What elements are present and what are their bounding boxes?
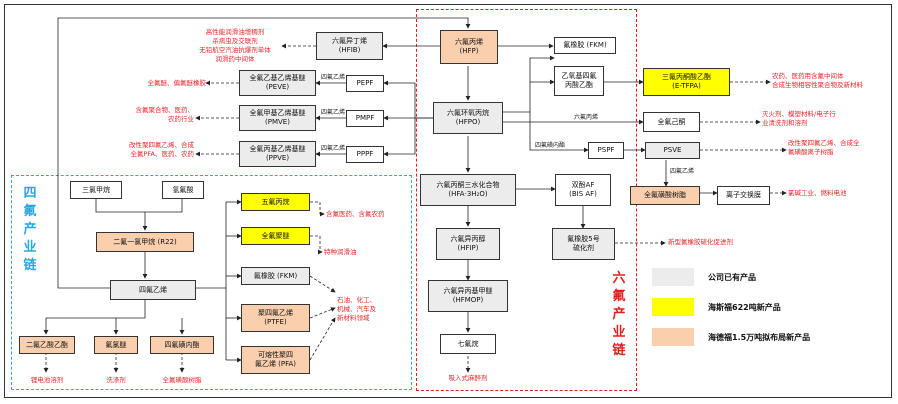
pfpe-uses-note: 特种润滑油 — [324, 248, 357, 256]
pepf-node[interactable]: PEPF — [346, 75, 384, 92]
chloroform-node[interactable]: 三氯甲烷 — [70, 181, 122, 199]
pfa-node[interactable]: 可熔性聚四 氟乙烯 (PFA) — [241, 346, 310, 374]
legend-label-haidefu: 海德福1.5万吨拟布局新产品 — [708, 333, 811, 342]
edge-label-tfe-ppve: 四氟乙烯 — [321, 145, 346, 152]
pmve-node[interactable]: 全氟甲基乙烯基醚 (PMVE) — [239, 105, 316, 131]
diagram-frame — [4, 4, 892, 398]
legend-swatch-haidefu — [652, 328, 694, 346]
hfmop-node[interactable]: 六氟异丙基甲醚 (HFMOP) — [428, 280, 508, 312]
fkm-top-node[interactable]: 氟橡胶 (FKM) — [554, 37, 616, 54]
legend-label-existing: 公司已有产品 — [708, 273, 756, 282]
peve-uses-note: 全氟醚、偏氟醚橡胶 — [147, 79, 207, 87]
ion-exchange-membrane-node[interactable]: 离子交换膜 — [717, 186, 770, 205]
pmve-uses-note: 含氟聚合物、医药、 农药行业 — [135, 106, 195, 123]
ion-uses-note: 氯碱工业、燃料电池 — [788, 189, 847, 197]
perfluoropolyether-node[interactable]: 全氟聚醚 — [241, 227, 310, 245]
industry-uses-note: 石油、化工、 机械、汽车及 新材料领域 — [337, 296, 376, 322]
pentafluoropropane-node[interactable]: 五氟丙烷 — [241, 193, 310, 211]
bis-af-node[interactable]: 双酚AF (BIS AF) — [555, 174, 611, 206]
cleaner-uses-note: 洗涤剂 — [106, 376, 126, 384]
hfib-uses-note: 高性能润滑油增稠剂 杀病虫及交联剂 无铅航空汽油抗爆剂单体 润滑药中间体 — [199, 28, 271, 63]
pppf-node[interactable]: PPPF — [346, 146, 384, 163]
psve-uses-note: 改性聚四氟乙烯、合成全 氟磺酸离子树脂 — [788, 139, 860, 156]
edge-label-hfpo-ketone: 六氟丙烯 — [574, 114, 599, 121]
fx5-uses-note: 新型氟橡胶硫化促进剂 — [668, 238, 733, 246]
ptfe-node[interactable]: 聚四氟乙烯 (PTFE) — [241, 304, 310, 332]
hfpo-node[interactable]: 六氟环氧丙烷 (HFPO) — [433, 102, 503, 134]
e-tfpa-node[interactable]: 三氟丙酮酸乙酯 (E-TFPA) — [643, 68, 730, 96]
e-tfpa-uses-note: 农药、医药用含氟中间体 合成生物相容性聚合物及新材料 — [772, 72, 863, 89]
ppve-uses-note: 改性聚四氟乙烯、合成 全氟PFA、医药、农药 — [129, 141, 194, 158]
fkm-no5-curing-agent-node[interactable]: 氟橡胶5号 硫化剂 — [552, 228, 615, 260]
hfib-node[interactable]: 六氟异丁烯 (HFIB) — [316, 32, 383, 60]
legend-label-haisifu: 海斯福622吨新产品 — [708, 303, 781, 312]
tfe-node[interactable]: 四氟乙烯 — [110, 280, 196, 300]
hfp-node[interactable]: 六氟丙烯 (HFP) — [440, 30, 498, 64]
hfa-node[interactable]: 六氟丙酮三水化合物 (HFA·3H₂O) — [420, 174, 516, 206]
hydrofluoric-acid-node[interactable]: 氢氟酸 — [162, 181, 204, 199]
edge-label-psve-tfe: 四氟乙烯 — [670, 168, 695, 175]
edge-label-tfe-peve: 四氟乙烯 — [321, 74, 346, 81]
tetrafluoro-chain-title: 四 氟 产 业 链 — [23, 186, 37, 273]
hexafluoro-chain-title: 六 氟 产 业 链 — [612, 271, 626, 358]
pentane-uses-note: 含氟医药、含氟农药 — [326, 210, 385, 218]
pspf-node[interactable]: PSPF — [588, 142, 624, 159]
legend-swatch-existing — [652, 268, 694, 286]
sevoflurane-uses-note: 吸入式麻醉剂 — [448, 374, 488, 382]
edge-label-tfe-pmve: 四氟乙烯 — [321, 109, 346, 116]
hfip-node[interactable]: 六氟异丙醇 (HFIP) — [436, 228, 500, 260]
resin-uses-note: 全氟磺酸树脂 — [162, 376, 202, 384]
perfluorohexanone-node[interactable]: 全氟己酮 — [643, 112, 700, 132]
fkm-bottom-node[interactable]: 氟橡胶 (FKM) — [241, 267, 310, 285]
battery-uses-note: 锂电池溶剂 — [30, 376, 64, 384]
ethoxy-propionate-node[interactable]: 乙氧基四氟 丙酸乙酯 — [554, 66, 604, 96]
r22-node[interactable]: 二氟一氯甲烷 (R22) — [96, 232, 194, 252]
ketone-uses-note: 灭火剂、模塑材料/电子行 业清洗剂和溶剂 — [762, 110, 836, 127]
psve-node[interactable]: PSVE — [645, 142, 700, 159]
legend-swatch-haisifu — [652, 298, 694, 316]
tetrafluoro-chain-region — [11, 175, 412, 390]
peve-node[interactable]: 全氟乙基乙烯基醚 (PEVE) — [239, 70, 316, 96]
ethyl-difluoroacetate-node[interactable]: 二氟乙酸乙酯 — [19, 336, 75, 354]
tetrafluorosultone-node[interactable]: 四氟磺内酯 — [150, 336, 214, 354]
perfluorosulfonic-resin-node[interactable]: 全氟磺酸树脂 — [630, 186, 700, 205]
fluoroether-node[interactable]: 氟氯醚 — [94, 336, 138, 354]
sevoflurane-node[interactable]: 七氟烷 — [440, 334, 496, 354]
edge-label-hfpo-psve: 四氟磺内酯 — [535, 142, 566, 149]
ppve-node[interactable]: 全氟丙基乙烯基醚 (PPVE) — [239, 141, 316, 167]
pmpf-node[interactable]: PMPF — [346, 110, 384, 127]
